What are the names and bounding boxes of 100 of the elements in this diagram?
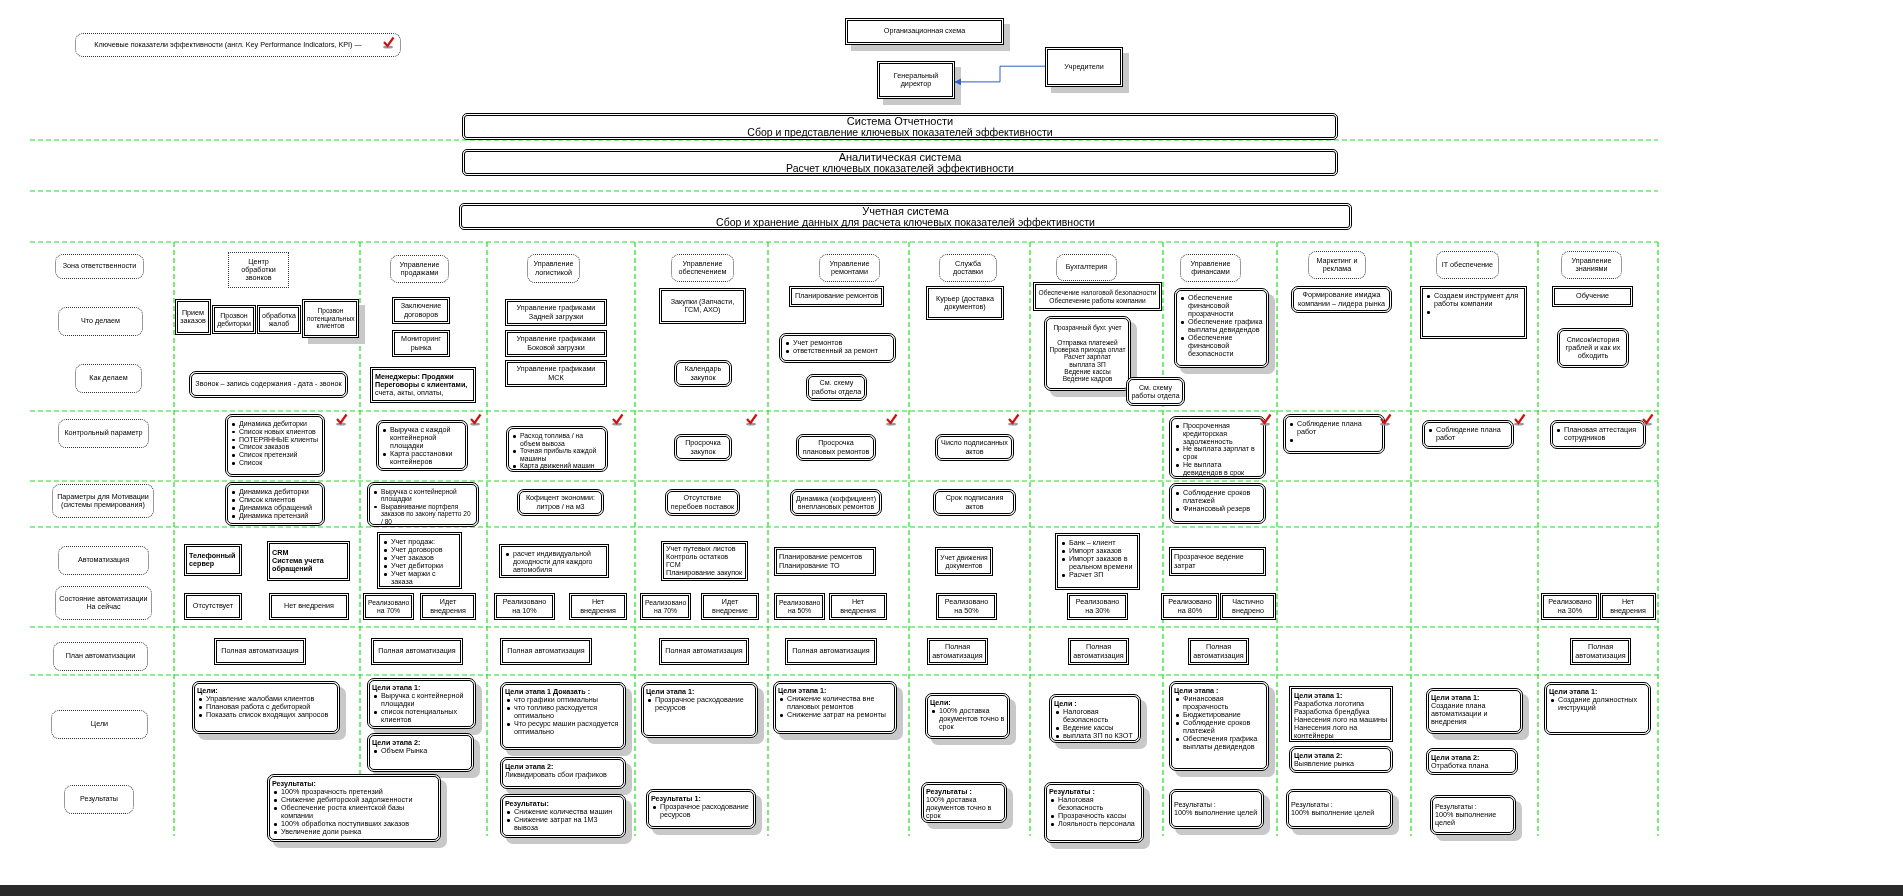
row-label (51, 710, 148, 739)
rounded-box (674, 434, 732, 461)
row-label (52, 484, 154, 518)
department-label (1308, 251, 1366, 279)
row-label (58, 419, 149, 448)
rounded-box (806, 374, 867, 401)
department-label (1561, 251, 1622, 279)
row-label (75, 364, 142, 393)
process-box (640, 593, 691, 620)
system-band (462, 113, 1338, 140)
box-text: Сбор и представление ключевых показателей эффективности (746, 126, 1054, 139)
process-box (392, 330, 450, 357)
process-box (1289, 686, 1393, 742)
process-box (701, 593, 759, 620)
rounded-box (1169, 416, 1266, 479)
rounded-box (225, 414, 325, 477)
process-box (659, 288, 746, 324)
rounded-box (665, 489, 740, 516)
box-text: Учетная система (861, 204, 950, 217)
department-label (671, 254, 734, 282)
process-box (774, 593, 825, 620)
department-label (228, 252, 289, 288)
row-label (64, 785, 134, 814)
rounded-box (367, 482, 479, 527)
department-label (1436, 251, 1499, 279)
box-text: Аналитическая система (837, 150, 963, 163)
department-label (1180, 254, 1241, 282)
process-box (569, 593, 627, 620)
department-label (819, 254, 880, 282)
rounded-box (517, 489, 604, 516)
rounded-box (935, 434, 1014, 461)
process-box (505, 360, 607, 387)
process-box (785, 638, 877, 665)
process-box (936, 593, 997, 620)
rounded-box (1550, 420, 1646, 449)
process-box (499, 544, 609, 578)
process-box (494, 593, 555, 620)
process-box (363, 593, 414, 620)
row-label (58, 546, 149, 575)
system-band (459, 203, 1352, 230)
process-box (175, 299, 211, 335)
rounded-box (1283, 414, 1385, 454)
process-box (1067, 593, 1128, 620)
arrow (954, 65, 1046, 86)
rounded-box (1126, 377, 1185, 406)
process-box (927, 638, 988, 665)
rounded-box (1557, 328, 1629, 368)
process-box (1033, 282, 1162, 311)
process-box (1552, 286, 1633, 307)
rounded-box (790, 489, 882, 516)
process-box (1220, 593, 1276, 620)
process-box (1068, 638, 1129, 665)
rounded-box (933, 489, 1016, 516)
note-box (75, 33, 401, 57)
rounded-box (779, 333, 896, 363)
department-label (1056, 254, 1117, 281)
rounded-box (1289, 746, 1393, 773)
rounded-box (796, 434, 876, 461)
process-box (926, 286, 1004, 320)
rounded-box (674, 360, 732, 387)
system-band (462, 149, 1338, 176)
box-text: Расчет ключевых показателей эффективности (785, 162, 1015, 175)
process-box (1169, 547, 1266, 576)
rounded-box (225, 482, 325, 526)
process-box (184, 593, 242, 620)
rounded-box (1291, 286, 1392, 313)
row-label (58, 307, 143, 336)
department-label (939, 254, 997, 282)
process-box (505, 330, 607, 357)
process-box (214, 638, 306, 665)
process-box (1161, 593, 1219, 620)
process-box (370, 367, 476, 403)
process-box (267, 541, 350, 581)
rounded-box (1422, 420, 1514, 449)
rounded-box (1169, 483, 1266, 524)
process-box (829, 593, 887, 620)
process-box (661, 541, 748, 581)
process-box (184, 544, 242, 576)
rounded-box (1426, 748, 1518, 775)
process-box (505, 299, 607, 326)
process-box (1055, 533, 1140, 590)
rounded-box (1544, 682, 1651, 735)
process-box (500, 638, 592, 665)
box-text: Система Отчетности (845, 114, 955, 127)
process-box (1600, 593, 1656, 620)
row-label (53, 642, 148, 671)
row-label (55, 254, 144, 279)
rounded-box (189, 371, 348, 398)
department-label (527, 254, 580, 283)
row-label (55, 586, 152, 620)
process-box (269, 593, 349, 620)
rounded-box (376, 420, 468, 471)
process-box (420, 593, 476, 620)
department-label (390, 255, 449, 283)
process-box (371, 638, 463, 665)
process-box (789, 286, 884, 307)
process-box (659, 638, 749, 665)
process-box (1541, 593, 1599, 620)
process-box (392, 297, 450, 324)
process-box (377, 532, 462, 589)
